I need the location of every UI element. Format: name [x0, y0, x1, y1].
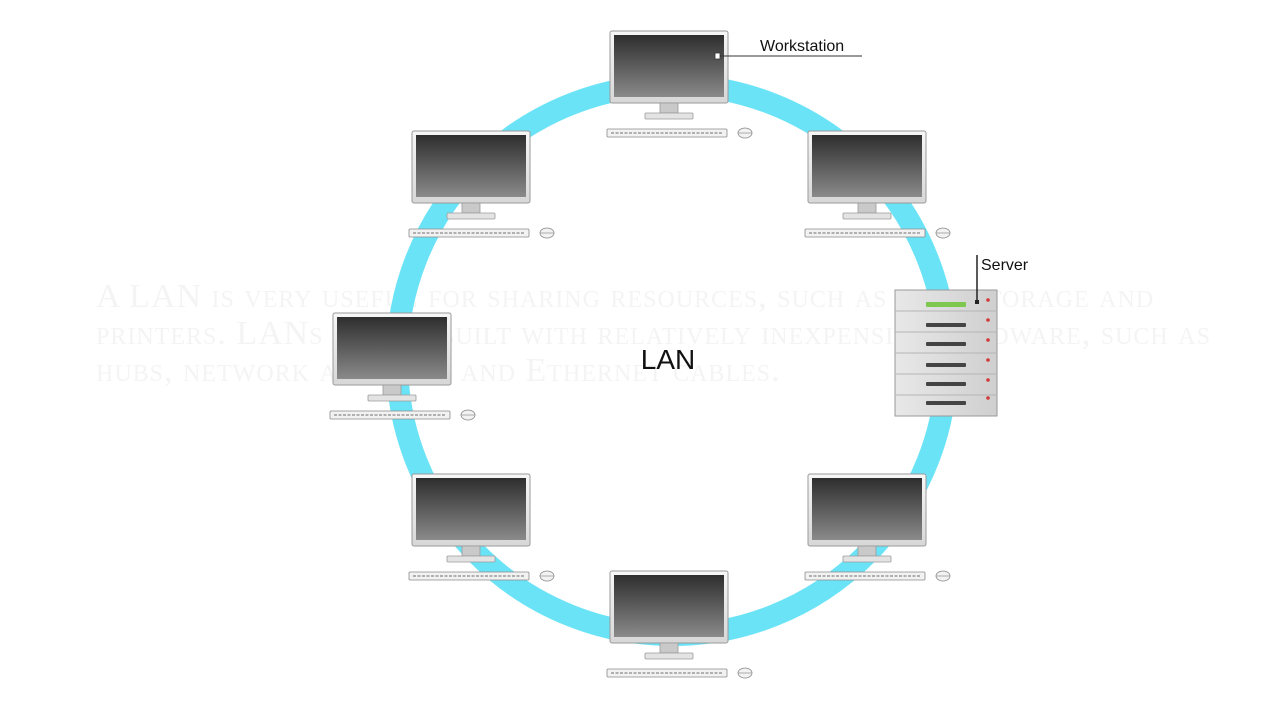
workstation-icon [804, 473, 951, 582]
workstation-callout [714, 52, 862, 60]
lan-label: LAN [641, 344, 695, 375]
server-icon [894, 289, 998, 417]
workstation-label: Workstation [760, 38, 844, 55]
workstation-icon [804, 130, 951, 239]
server-label: Server [981, 257, 1029, 274]
server-callout [975, 255, 979, 304]
